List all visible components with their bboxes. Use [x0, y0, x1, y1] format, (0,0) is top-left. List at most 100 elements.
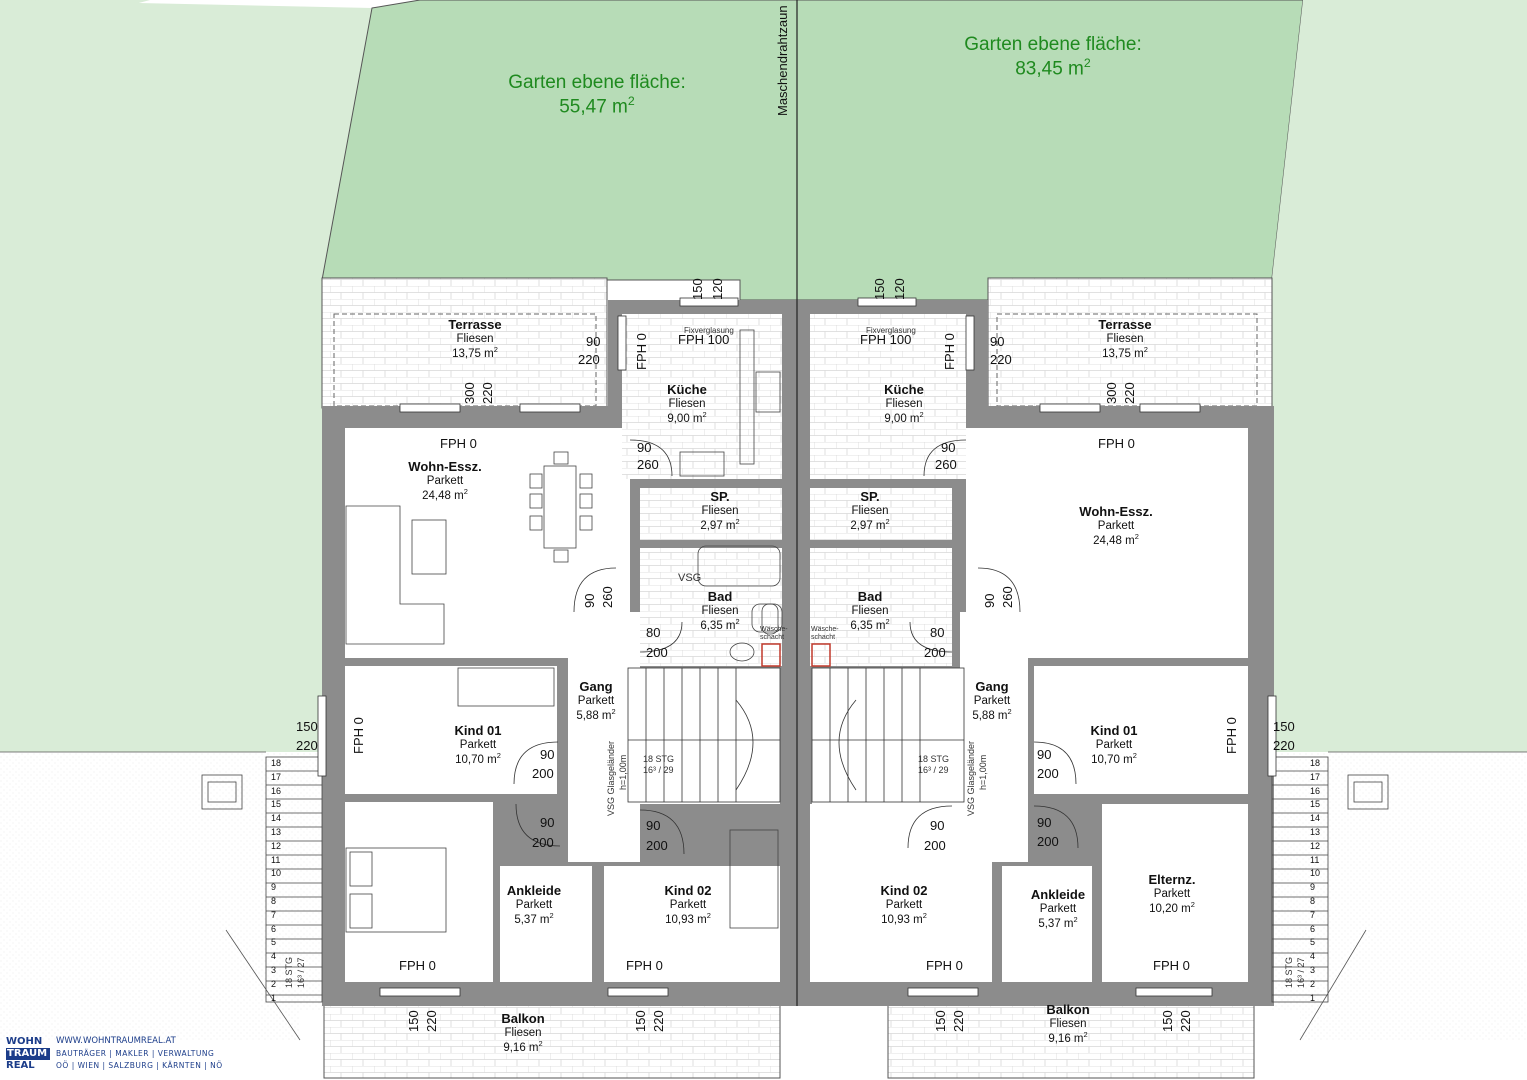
- yard-left: [0, 752, 322, 1040]
- garden-left-label: Garten ebene fläche: 55,47 m2: [490, 72, 704, 118]
- room-balkon-left: Balkon Fliesen 9,16 m2: [501, 1011, 545, 1054]
- room-sp-right: SP. Fliesen 2,97 m2: [850, 489, 890, 532]
- room-terrasse-right: Terrasse Fliesen 13,75 m2: [1098, 317, 1152, 360]
- dim-kind01-right-200: 200: [1037, 766, 1059, 781]
- room-kind02-right: Kind 02 Parkett 10,93 m2: [880, 883, 928, 926]
- room-terrasse-left: Terrasse Fliesen 13,75 m2: [448, 317, 502, 360]
- furniture: [345, 329, 831, 933]
- dim-kueche-left-260: 260: [637, 457, 659, 472]
- dim-balkon-right-220b: 220: [1178, 1010, 1193, 1032]
- fph-kueche-left: FPH 100: [678, 332, 730, 347]
- room-wohn-right: Wohn-Essz. Parkett 24,48 m2: [1079, 504, 1153, 547]
- dim-bad-right-200: 200: [924, 645, 946, 660]
- windows: [317, 297, 1277, 997]
- room-ankleide-left: Ankleide Parkett 5,37 m2: [506, 883, 562, 926]
- outer-stair-right-ratio: 16³ / 27: [1296, 957, 1306, 988]
- outer-stair-step-number: 2: [1310, 978, 1316, 989]
- outer-stair-step-number: 6: [271, 923, 277, 934]
- fph-kind02-right: FPH 0: [926, 958, 963, 973]
- dim-gang-left-260: 260: [600, 586, 615, 608]
- fph-wohn-left: FPH 0: [440, 436, 477, 451]
- yard-right: [1272, 752, 1527, 1040]
- outer-stair-step-number: 5: [1310, 937, 1316, 948]
- room-kind01-right: Kind 01 Parkett 10,70 m2: [1090, 723, 1138, 766]
- fph-wohn-right: FPH 0: [1098, 436, 1135, 451]
- dining-table-icon: [543, 465, 577, 549]
- fph-sz-left: FPH 0: [399, 958, 436, 973]
- dim-side-right-150: 150: [1273, 719, 1295, 734]
- waesche-right-2: schacht: [811, 634, 836, 641]
- vsg-shower-left: VSG: [678, 572, 702, 584]
- fence-label: Maschendrahtzaun: [775, 5, 790, 116]
- dim-kind02-left-200: 200: [646, 838, 668, 853]
- terrasse-right-area: [987, 277, 1273, 409]
- dim-side-left-220: 220: [296, 738, 318, 753]
- stairs: [627, 667, 965, 803]
- dim-kind02-right-200: 200: [924, 838, 946, 853]
- dim-kind01-right-90: 90: [1037, 747, 1052, 762]
- room-sp-left: SP. Fliesen 2,97 m2: [700, 489, 740, 532]
- outer-stair-left-stg: 18 STG: [284, 956, 294, 988]
- dim-window-top-right-120: 120: [892, 278, 907, 300]
- sofa-icon: [345, 505, 445, 645]
- outer-stair-step-number: 4: [1310, 951, 1316, 962]
- outer-stair-step-number: 8: [271, 896, 277, 906]
- dim-kueche-left-90: 90: [637, 440, 652, 455]
- room-gang-left: Gang Parkett 5,88 m2: [576, 679, 616, 722]
- yard-lines: [0, 751, 1527, 1041]
- outer-stair-right-stg: 18 STG: [1284, 956, 1294, 988]
- outer-stair-step-number: 12: [1310, 840, 1321, 851]
- dim-balkon-left-220a: 220: [424, 1010, 439, 1032]
- rooms-left: [345, 314, 782, 982]
- balconies: [323, 1001, 1255, 1079]
- logo-url: WWW.WOHNTRAUMREAL.AT: [56, 1036, 176, 1046]
- outer-stair-step-number: 18: [271, 758, 282, 768]
- outer-stair-step-number: 11: [271, 854, 281, 865]
- dim-eltern-right-200: 200: [1037, 834, 1059, 849]
- outer-stair-step-number: 6: [1310, 923, 1316, 934]
- outer-stair-step-number: 5: [271, 937, 277, 948]
- bed-icon: [345, 847, 447, 933]
- glass-rail-left-h: h=1,00m: [618, 754, 628, 790]
- outer-stair-step-number: 13: [1310, 827, 1321, 837]
- terraces: [321, 277, 1273, 409]
- outer-stair-left-ratio: 16³ / 27: [296, 957, 306, 988]
- fph-eltern-right: FPH 0: [1153, 958, 1190, 973]
- glass-rail-right: VSG Glasgeländer: [966, 740, 976, 816]
- waesche-left-1: Wäsche-: [760, 626, 788, 633]
- dim-terrace-right-90: 90: [990, 334, 1005, 349]
- garden-right-label: Garten ebene fläche: 83,45 m2: [946, 34, 1160, 80]
- room-ankleide-right: Ankleide Parkett 5,37 m2: [1030, 887, 1086, 930]
- garden-left-area: 55,47 m: [559, 96, 628, 118]
- outer-stair-step-number: 10: [1310, 868, 1321, 879]
- balkon-right-area: [887, 1001, 1255, 1079]
- door-swings: [513, 439, 1079, 855]
- dim-balkon-right-220a: 220: [951, 1010, 966, 1032]
- garden-light-right: [1272, 0, 1527, 752]
- outer-stair-step-number: 3: [1310, 965, 1316, 975]
- garden-light-left-lower: [0, 0, 372, 752]
- garden-right-title: Garten ebene fläche:: [964, 34, 1142, 55]
- fph-kind01-right: FPH 0: [1224, 717, 1239, 754]
- outer-stair-step-number: 1: [271, 992, 277, 1003]
- logo-mark: WOHN TRAUM REAL: [6, 1036, 50, 1072]
- dim-kind01-left-90: 90: [540, 747, 555, 762]
- fixverglasung-left: Fixverglasung: [684, 326, 734, 335]
- outer-stair-step-number: 17: [1310, 771, 1321, 782]
- outer-stair-step-number: 16: [271, 785, 282, 796]
- outer-stairs: [201, 756, 1389, 1003]
- outer-stair-step-number: 9: [1310, 882, 1316, 893]
- fph-terrace-door-left: FPH 0: [634, 333, 649, 370]
- outer-stair-step-number: 3: [271, 965, 277, 975]
- fph-kind01-left: FPH 0: [351, 717, 366, 754]
- garden-areas: [0, 0, 1527, 1040]
- dim-gang-left-90: 90: [582, 593, 597, 608]
- dim-terrace-left-90: 90: [586, 334, 601, 349]
- dim-balkon-left-220b: 220: [651, 1010, 666, 1032]
- room-eltern-right: Elternz. Parkett 10,20 m2: [1148, 872, 1196, 915]
- fph-terrace-door-right: FPH 0: [942, 333, 957, 370]
- stair-right-ratio: 16³ / 29: [918, 765, 949, 775]
- dim-terrace-left-220: 220: [578, 352, 600, 367]
- waesche-left-2: schacht: [760, 634, 785, 641]
